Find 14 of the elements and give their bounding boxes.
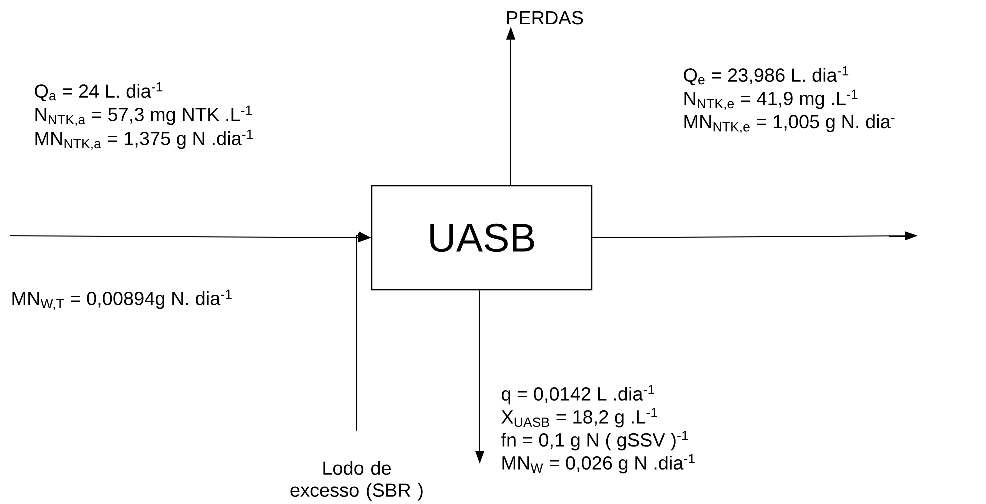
formula-label: X$_{UASB}$ = 18,2 g .L$^{-1}$: [502, 408, 658, 428]
formula-label: N$_{NTK,e}$ = 41,9 mg .L$^{-1}$: [684, 90, 858, 110]
formula-label: MN$_{NTK,e}$ = 1,005 g N. dia$^{-}$: [684, 114, 895, 134]
reactor-box: UASB: [371, 185, 593, 291]
formula-label: fn = 0,1 g N ( gSSV )$^{-1}$: [501, 431, 688, 451]
formula-label: q = 0,0142 L .dia$^{-1}$: [502, 385, 654, 405]
formula-label: Q$_{e}$ = 23,986 L. dia$^{-1}$: [684, 66, 849, 86]
formula-label: MN$_{NTK,a}$ = 1,375 g N .dia$^{-1}$: [36, 130, 254, 150]
formula-label: N$_{NTK,a}$ = 57,3 mg NTK .L$^{-1}$: [36, 106, 252, 126]
formula-label: MN$_{W,T}$ = 0,00894g N. dia$^{-1}$: [12, 290, 232, 310]
formula-label: Q$_{a}$ = 24 L. dia$^{-1}$: [35, 82, 163, 102]
stream-label: PERDAS: [508, 11, 584, 25]
stream-label: Lodo de excesso (SBR ): [290, 461, 423, 501]
formula-label: MN$_{W}$ = 0,026 g N .dia$^{-1}$: [502, 454, 695, 474]
